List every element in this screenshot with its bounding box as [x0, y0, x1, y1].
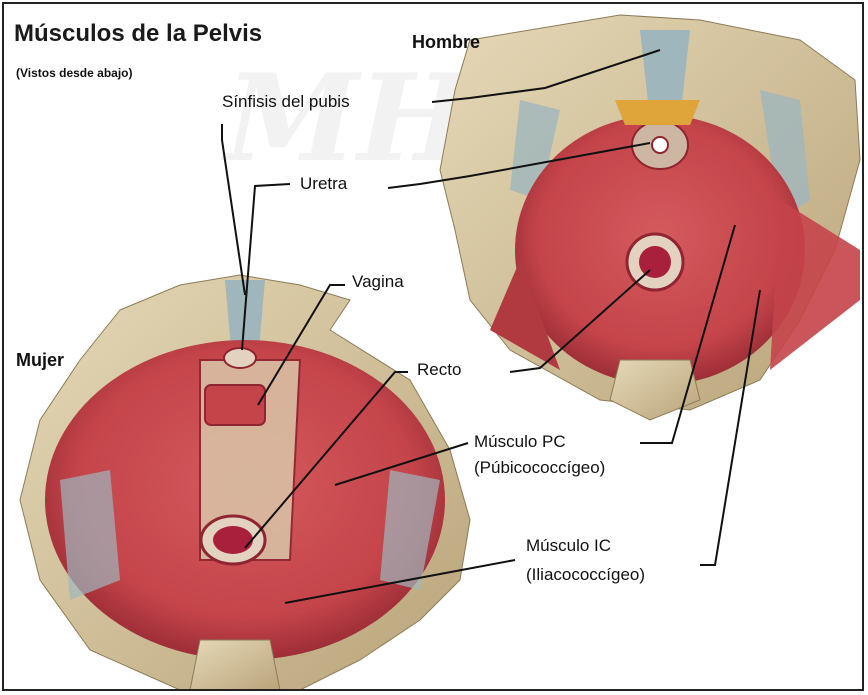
- label-musculo-pc: Músculo PC: [474, 432, 566, 452]
- page-subtitle: (Vistos desde abajo): [16, 66, 132, 80]
- page-title: Músculos de la Pelvis: [14, 20, 262, 48]
- label-vagina: Vagina: [352, 272, 404, 292]
- label-recto: Recto: [417, 360, 461, 380]
- label-uretra: Uretra: [300, 174, 347, 194]
- label-musculo-pc-full: (Púbicococcígeo): [474, 458, 605, 478]
- label-musculo-ic-full: (Iliacococcígeo): [526, 565, 645, 585]
- label-sinfisis: Sínfisis del pubis: [222, 92, 350, 112]
- male-label: Hombre: [412, 32, 480, 53]
- female-label: Mujer: [16, 350, 64, 371]
- label-musculo-ic: Músculo IC: [526, 536, 611, 556]
